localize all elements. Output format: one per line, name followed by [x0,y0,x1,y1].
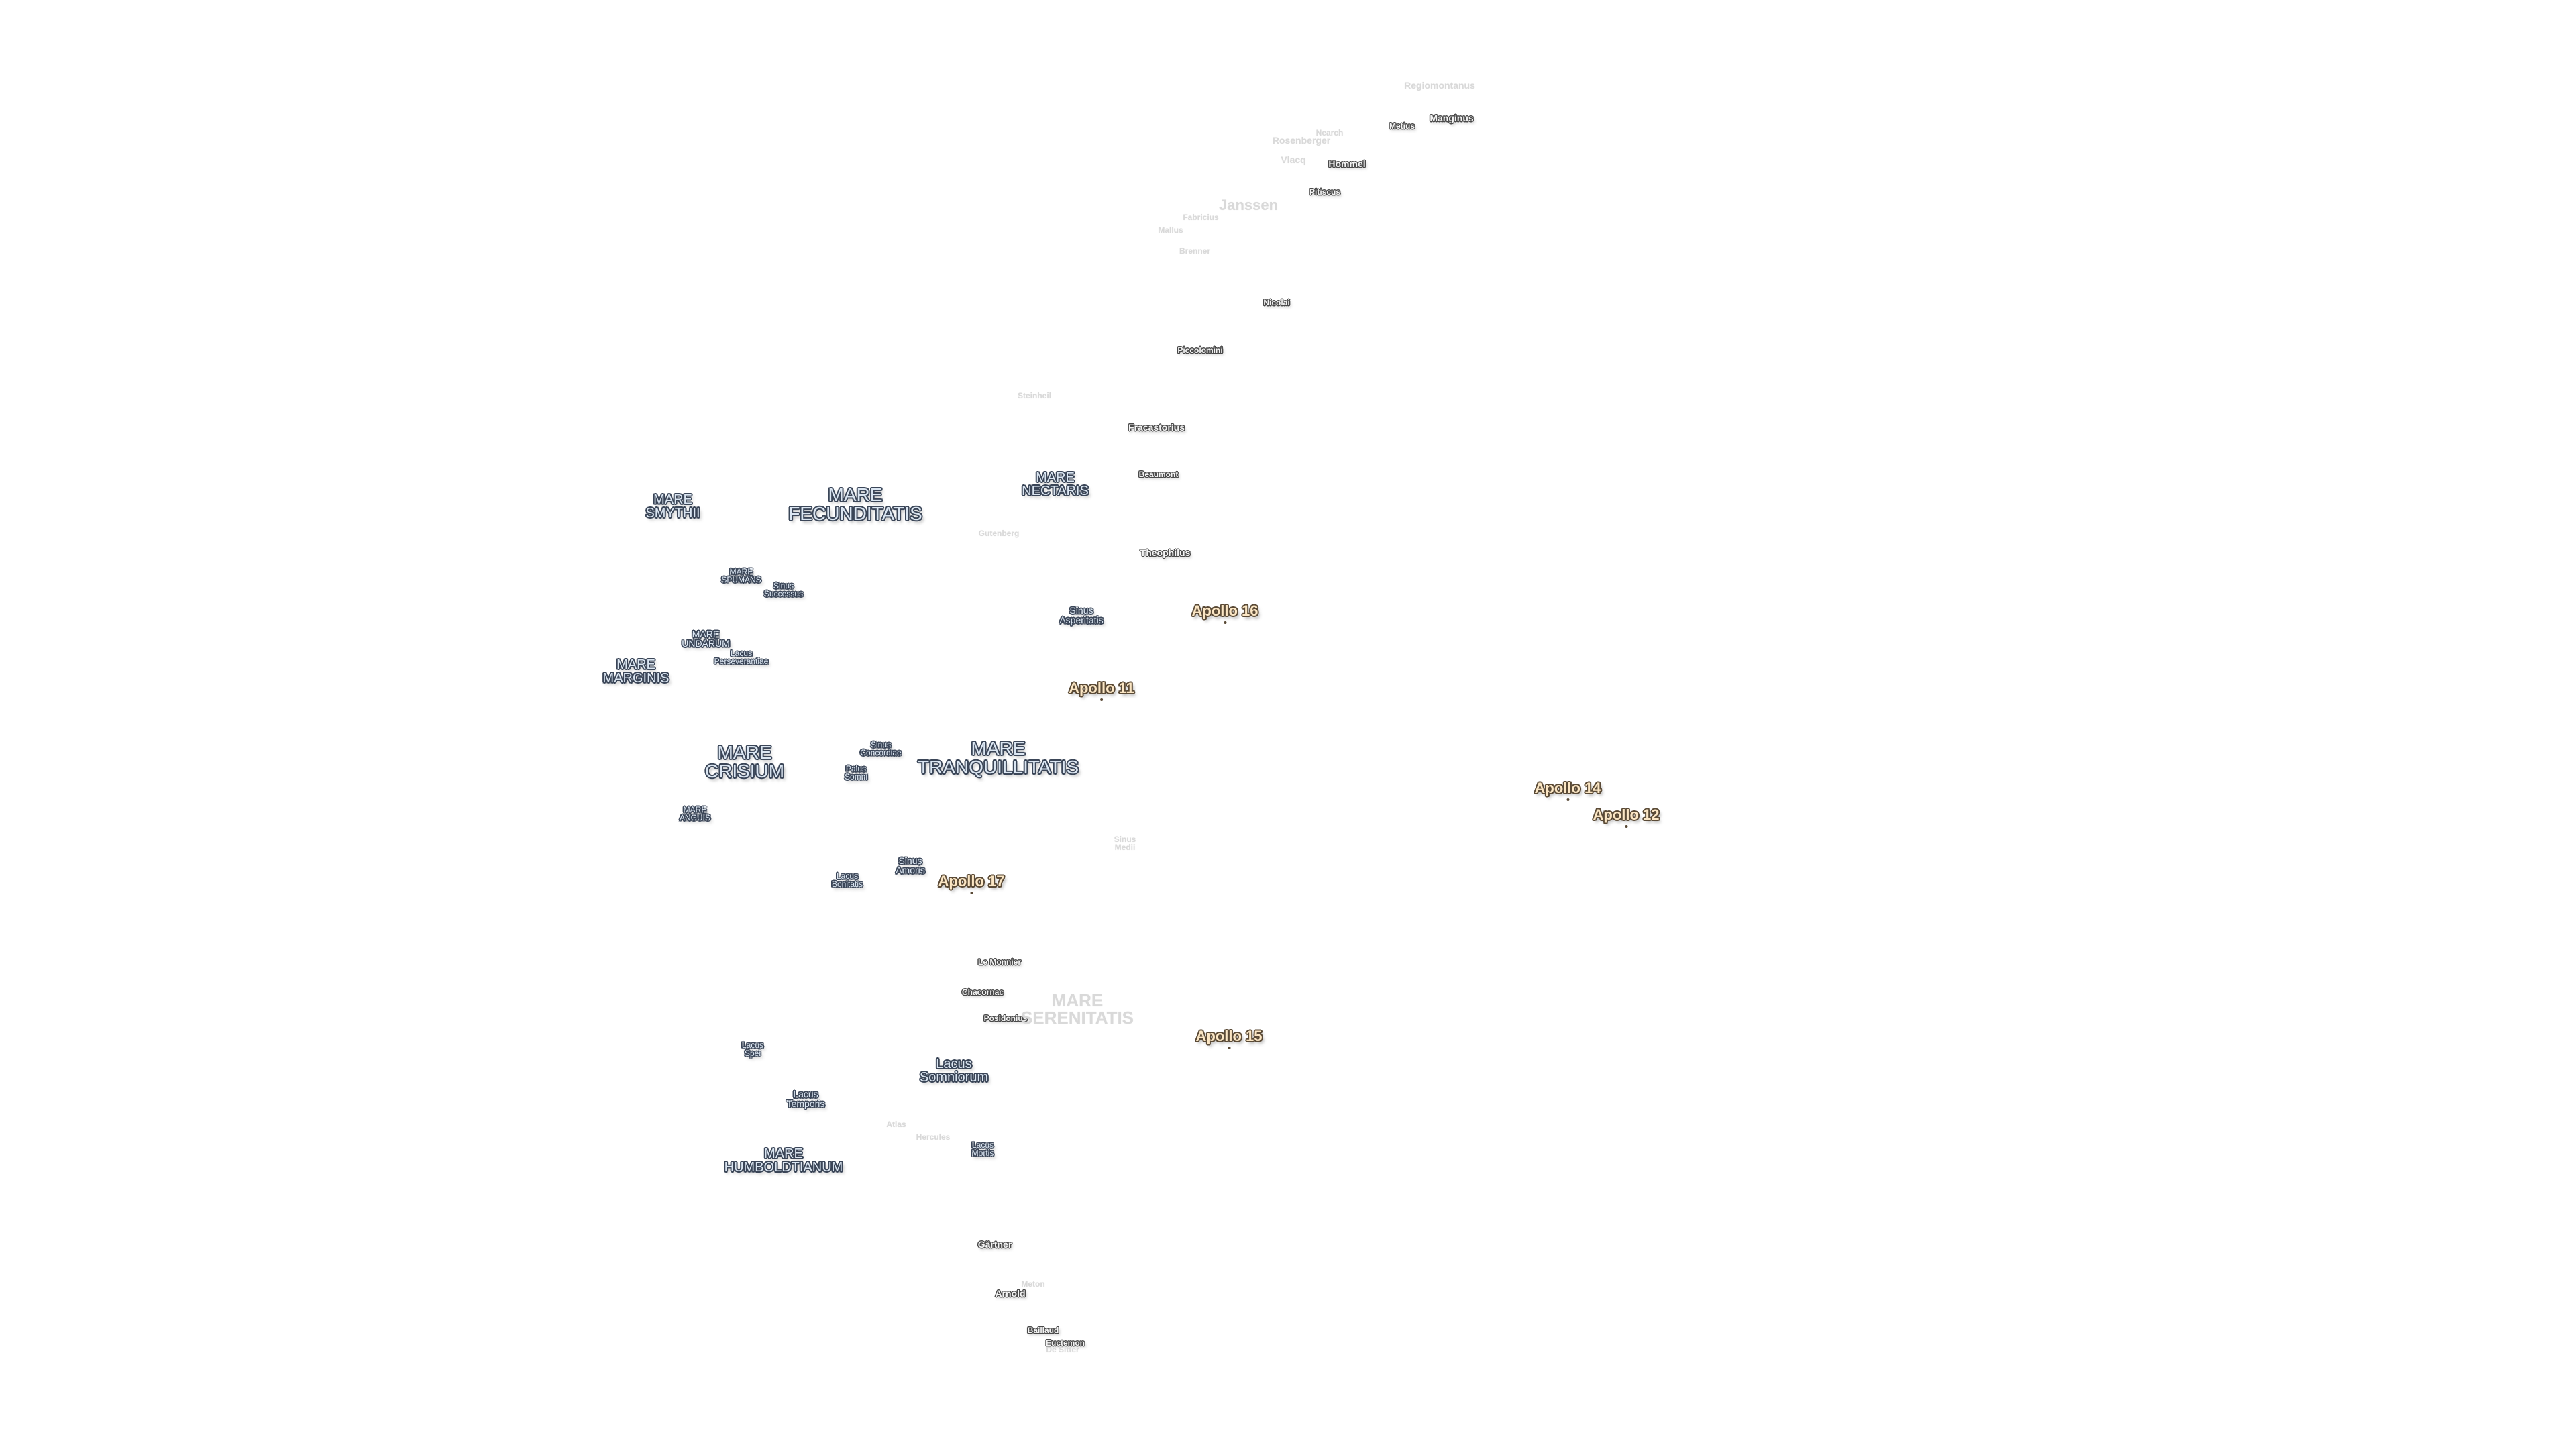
apollo-12-marker[interactable]: Apollo 12 [1593,806,1660,828]
lacus-temporis-label: Lacus Temporis [786,1089,825,1109]
crater-posidonius-label: Posidonius [983,1014,1028,1023]
lacus-somniorum-label: Lacus Somniorum [919,1057,989,1085]
apollo-15-marker[interactable]: Apollo 15 [1195,1028,1263,1049]
mare-serenitatis-label: MARE SERENITATIS [1020,990,1134,1028]
apollo-11-marker[interactable]: Apollo 11 [1069,680,1134,701]
apollo-14-marker[interactable]: Apollo 14 [1534,780,1601,801]
crater-rosenberger-label: Rosenberger [1272,135,1331,146]
lacus-perseverantiae-label: Lacus Perseverantiae [714,649,769,666]
crater-arnold-label: Arnold [995,1288,1026,1299]
apollo-16-marker[interactable]: Apollo 16 [1191,602,1258,624]
apollo-16-label: Apollo 16 [1191,602,1258,619]
apollo-14-site-icon [1566,798,1569,801]
apollo-15-label: Apollo 15 [1195,1028,1263,1044]
lacus-bonitatis-label: Lacus Bonitatis [831,871,863,889]
crater-mallus-label: Mallus [1158,225,1183,235]
crater-nearch-label: Nearch [1316,128,1344,138]
mare-smythii-label: MARE SMYTHII [645,492,700,521]
crater-manginus-label: Manginus [1430,113,1474,123]
crater-baillaud-label: Baillaud [1027,1326,1059,1335]
crater-atlas-label: Atlas [886,1120,906,1129]
apollo-15-site-icon [1227,1046,1230,1049]
crater-vlacq-label: Vlacq [1281,154,1306,165]
crater-theophilus-label: Theophilus [1140,547,1191,558]
apollo-11-site-icon [1099,698,1103,701]
crater-euctemon-label: Euctemon [1045,1338,1085,1348]
crater-gutenberg-label: Gutenberg [978,529,1020,538]
crater-hercules-label: Hercules [916,1132,951,1142]
apollo-11-label: Apollo 11 [1069,680,1134,696]
mare-undarum-label: MARE UNDARUM [682,629,730,649]
mare-fecunditatis-label: MARE FECUNDITATIS [788,484,922,524]
sinus-amoris-label: Sinus Amoris [896,855,925,875]
crater-brenner-label: Brenner [1179,246,1211,256]
sinus-concordiae-label: Sinus Concordiae [860,740,902,757]
mare-humboldtianum-label: MARE HUMBOLDTIANUM [724,1146,843,1175]
crater-beaumont-label: Beaumont [1138,470,1179,479]
sinus-successus-label: Sinus Successus [763,581,804,598]
crater-meton-label: Meton [1021,1279,1045,1289]
crater-pitiscus-label: Pitiscus [1309,187,1341,197]
crater-fracastorius-label: Fracastorius [1128,422,1185,433]
mare-nectaris-label: MARE NECTARIS [1022,470,1089,498]
crater-nicolai-label: Nicolai [1263,298,1290,307]
sinus-asperitatis-label: Sinus Asperitatis [1059,605,1104,625]
mare-anguis-label: MARE ANGUIS [679,805,711,822]
crater-de-sitter-label: De Sitter [1046,1345,1079,1354]
mare-spumans-label: MARE SPUMANS [721,567,761,584]
lacus-mortis-label: Lacus Mortis [971,1140,994,1158]
palus-somni-label: Palus Somni [844,764,868,782]
crater-gartner-label: Gärtner [977,1239,1012,1250]
crater-chacornac-label: Chacornac [961,987,1004,997]
crater-regiomontanus-label: Regiomontanus [1404,80,1475,91]
mare-tranquillitatis-label: MARE TRANQUILLITATIS [917,738,1079,777]
crater-piccolomini-label: Piccolomini [1177,345,1223,355]
apollo-16-site-icon [1223,621,1226,624]
sinus-medii-label: Sinus Medii [1114,835,1136,852]
crater-metius-label: Metius [1389,121,1415,131]
crater-hommel-label: Hommel [1328,158,1366,169]
apollo-17-label: Apollo 17 [938,873,1005,890]
crater-fabricius-label: Fabricius [1183,213,1219,222]
apollo-17-site-icon [969,892,973,894]
mare-crisium-label: MARE CRISIUM [704,742,785,782]
apollo-12-site-icon [1624,825,1627,828]
lacus-spei-label: Lacus Spei [741,1040,764,1058]
crater-steinheil-label: Steinheil [1017,391,1052,400]
crater-janssen-label: Janssen [1218,197,1279,213]
apollo-12-label: Apollo 12 [1593,806,1660,823]
mare-marginis-label: MARE MARGINIS [602,657,669,686]
crater-le-monnier-label: Le Monnier [977,957,1022,967]
apollo-17-marker[interactable]: Apollo 17 [938,873,1005,894]
apollo-14-label: Apollo 14 [1534,780,1601,796]
